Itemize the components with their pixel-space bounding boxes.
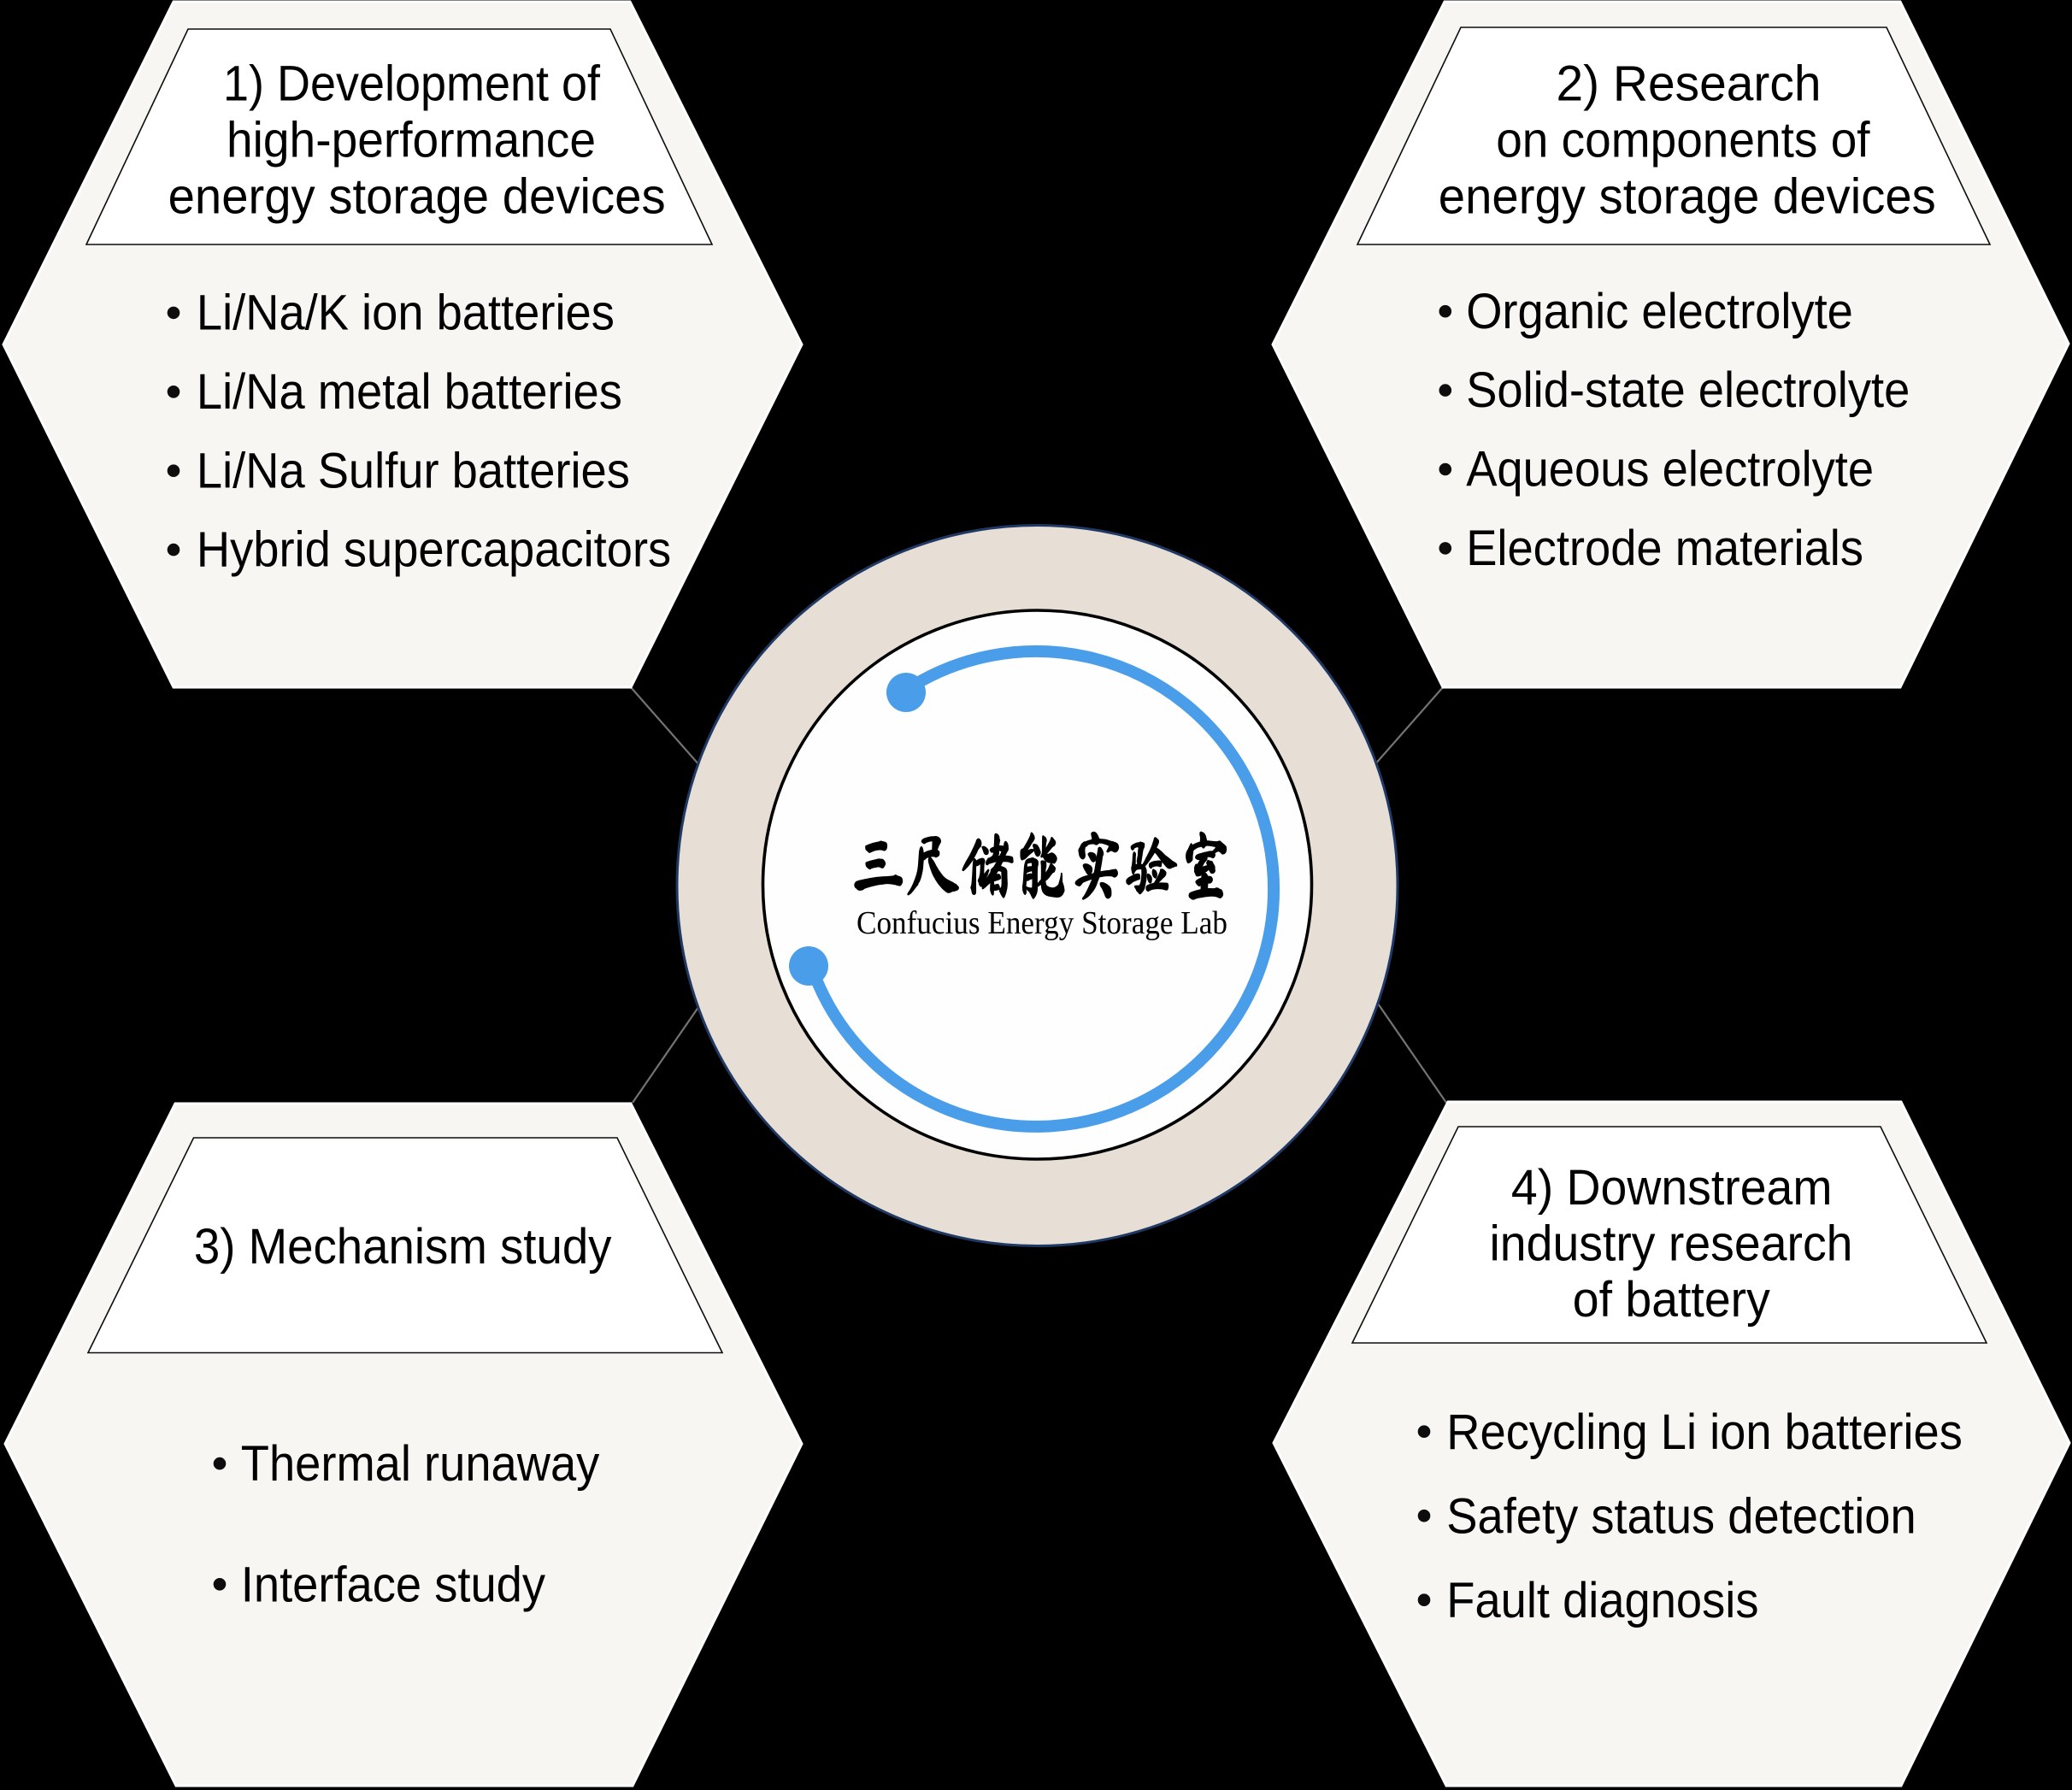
svg-text:Li/Na/K ion batteries: Li/Na/K ion batteries — [197, 286, 615, 341]
svg-text:Electrode materials: Electrode materials — [1466, 521, 1863, 576]
svg-text:high-performance: high-performance — [227, 112, 596, 168]
svg-text:Safety status detection: Safety status detection — [1446, 1489, 1916, 1545]
svg-text:energy storage devices: energy storage devices — [168, 168, 666, 224]
svg-text:Solid-state electrolyte: Solid-state electrolyte — [1466, 362, 1910, 418]
svg-text:1) Development of: 1) Development of — [223, 56, 601, 112]
svg-text:4) Downstream: 4) Downstream — [1511, 1160, 1833, 1216]
svg-text:on components of: on components of — [1496, 112, 1870, 168]
svg-text:Interface study: Interface study — [241, 1557, 546, 1612]
svg-text:Recycling Li ion batteries: Recycling Li ion batteries — [1446, 1404, 1963, 1460]
svg-text:Aqueous electrolyte: Aqueous electrolyte — [1466, 442, 1874, 498]
svg-text:Organic electrolyte: Organic electrolyte — [1466, 284, 1853, 339]
svg-text:industry research: industry research — [1490, 1216, 1853, 1272]
svg-text:3) Mechanism study: 3) Mechanism study — [194, 1219, 612, 1275]
svg-text:energy storage devices: energy storage devices — [1439, 168, 1936, 224]
svg-text:Li/Na metal batteries: Li/Na metal batteries — [197, 364, 622, 420]
svg-text:Li/Na Sulfur batteries: Li/Na Sulfur batteries — [197, 443, 630, 498]
svg-text:of battery: of battery — [1573, 1272, 1771, 1328]
svg-text:Confucius Energy Storage Lab: Confucius Energy Storage Lab — [856, 905, 1227, 941]
svg-text:Thermal runaway: Thermal runaway — [241, 1436, 600, 1492]
svg-text:Hybrid supercapacitors: Hybrid supercapacitors — [197, 522, 671, 578]
svg-text:Fault diagnosis: Fault diagnosis — [1446, 1573, 1758, 1628]
svg-text:2) Research: 2) Research — [1557, 56, 1822, 112]
